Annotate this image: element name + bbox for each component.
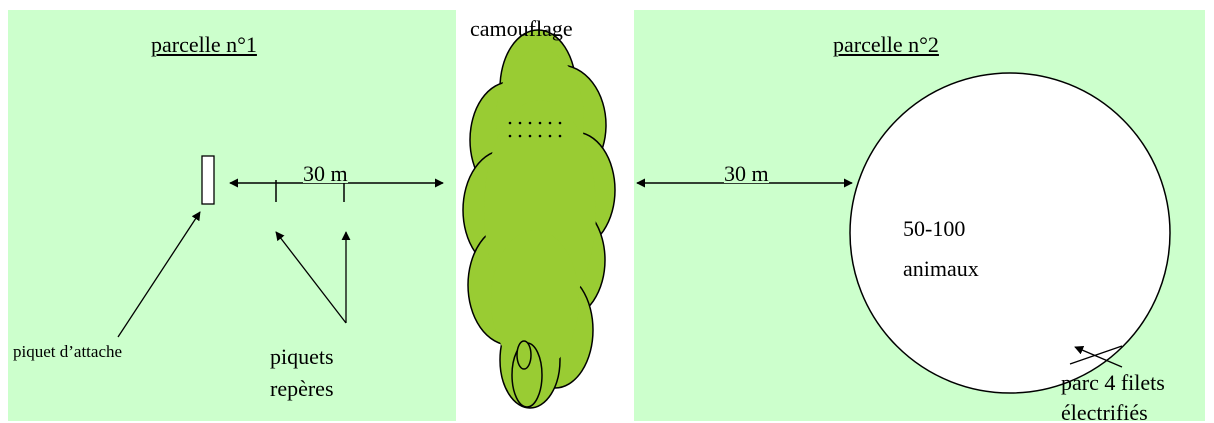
animal-count-line2: animaux	[903, 258, 979, 280]
arrow-parc-label	[1075, 347, 1122, 367]
marker-stakes-label-line2: repères	[270, 378, 334, 400]
parcel-1-title: parcelle n°1	[151, 34, 257, 56]
distance-label-right: 30 m	[724, 161, 769, 183]
enclosure-label-line2: électrifiés	[1061, 402, 1148, 423]
attachment-stake-label: piquet d’attache	[13, 343, 122, 360]
animal-count-line1: 50-100	[903, 218, 965, 240]
enclosure-label-line1: parc 4 filets	[1061, 372, 1165, 394]
parcel-2-title: parcelle n°2	[833, 34, 939, 56]
distance-label-left: 30 m	[303, 161, 348, 183]
marker-stakes-label-line1: piquets	[270, 346, 334, 368]
camouflage-label: camouflage	[470, 18, 573, 40]
